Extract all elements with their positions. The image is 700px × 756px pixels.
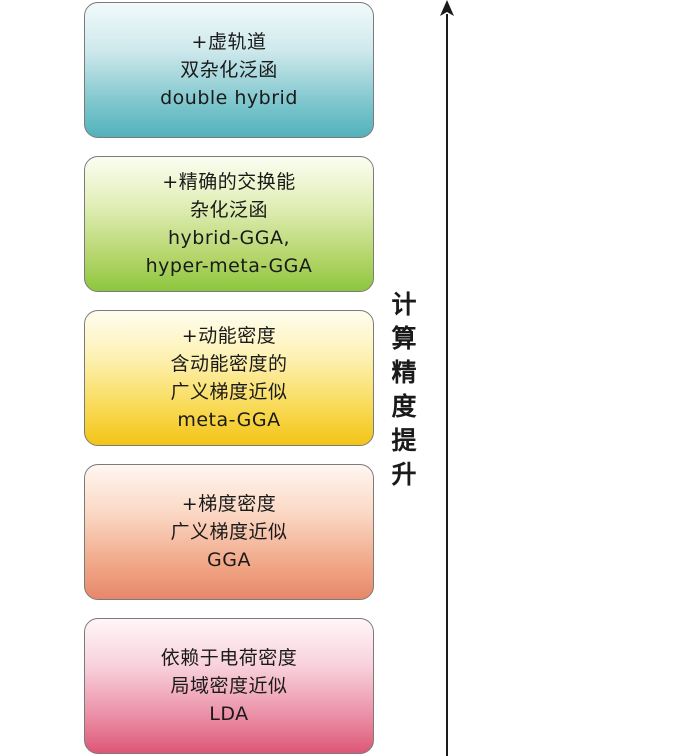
label-char: 升 (391, 460, 417, 489)
level-line: hyper-meta-GGA (145, 255, 313, 277)
level-line: 广义梯度近似 (170, 381, 288, 403)
level-lda-box: 依赖于电荷密度 局域密度近似 LDA (84, 618, 374, 754)
accuracy-increase-label: 计 算 精 度 提 升 (388, 288, 420, 492)
label-char: 精 (391, 358, 417, 387)
level-hybrid-box: +精确的交换能 杂化泛函 hybrid-GGA, hyper-meta-GGA (84, 156, 374, 292)
label-char: 计 (391, 290, 417, 319)
level-line: double hybrid (160, 87, 298, 109)
level-line: 双杂化泛函 (180, 59, 278, 81)
label-char: 提 (391, 426, 417, 455)
level-line: +梯度密度 (181, 493, 277, 515)
level-line: +动能密度 (181, 325, 277, 347)
level-double-hybrid-box: +虚轨道 双杂化泛函 double hybrid (84, 2, 374, 138)
level-line: 局域密度近似 (170, 675, 288, 697)
level-line: GGA (207, 549, 251, 571)
arrow-head (440, 0, 454, 16)
level-gga-box: +梯度密度 广义梯度近似 GGA (84, 464, 374, 600)
label-char: 算 (391, 324, 417, 353)
level-line: +精确的交换能 (162, 171, 296, 193)
level-line: hybrid-GGA, (167, 227, 291, 249)
label-char: 度 (391, 392, 417, 421)
up-arrow (440, 0, 454, 756)
level-line: meta-GGA (177, 409, 281, 431)
level-line: 杂化泛函 (189, 199, 268, 221)
level-line: 广义梯度近似 (170, 521, 288, 543)
level-line: 依赖于电荷密度 (160, 647, 298, 669)
level-meta-gga-box: +动能密度 含动能密度的 广义梯度近似 meta-GGA (84, 310, 374, 446)
level-line: 含动能密度的 (170, 353, 288, 375)
level-line: LDA (209, 703, 249, 725)
level-line: +虚轨道 (191, 31, 267, 53)
